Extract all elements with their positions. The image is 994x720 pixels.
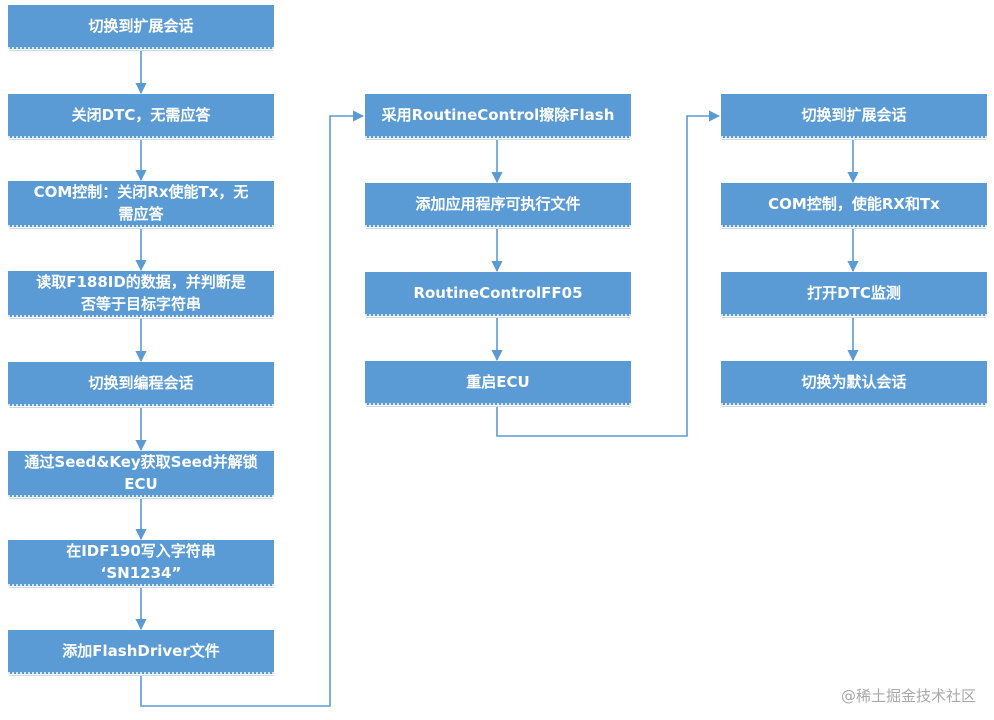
watermark: @稀土掘金技术社区 [840, 687, 976, 705]
step-2-2: 添加应用程序可执行文件 [365, 183, 631, 227]
step-1-8: 添加FlashDriver文件 [8, 630, 274, 674]
step-1-7: 在IDF190写入字符串 ‘SN1234” [8, 540, 274, 586]
step-3-3: 打开DTC监测 [721, 272, 987, 316]
step-2-3: RoutineControlFF05 [365, 272, 631, 316]
step-3-2: COM控制，使能RX和Tx [721, 183, 987, 227]
step-1-4: 读取F188ID的数据，并判断是 否等于目标字符串 [8, 271, 274, 317]
step-3-4: 切换为默认会话 [721, 361, 987, 405]
step-1-3: COM控制：关闭Rx使能Tx，无 需应答 [8, 181, 274, 227]
step-2-1: 采用RoutineControl擦除Flash [365, 94, 631, 138]
step-1-2: 关闭DTC，无需应答 [8, 94, 274, 138]
arrow-col1-to-col2 [140, 110, 365, 707]
step-1-6: 通过Seed&Key获取Seed并解锁 ECU [8, 451, 274, 497]
step-1-5: 切换到编程会话 [8, 362, 274, 406]
step-2-4: 重启ECU [365, 361, 631, 405]
step-1-1: 切换到扩展会话 [8, 5, 274, 49]
arrow-col2-to-col3 [496, 110, 721, 437]
step-3-1: 切换到扩展会话 [721, 94, 987, 138]
